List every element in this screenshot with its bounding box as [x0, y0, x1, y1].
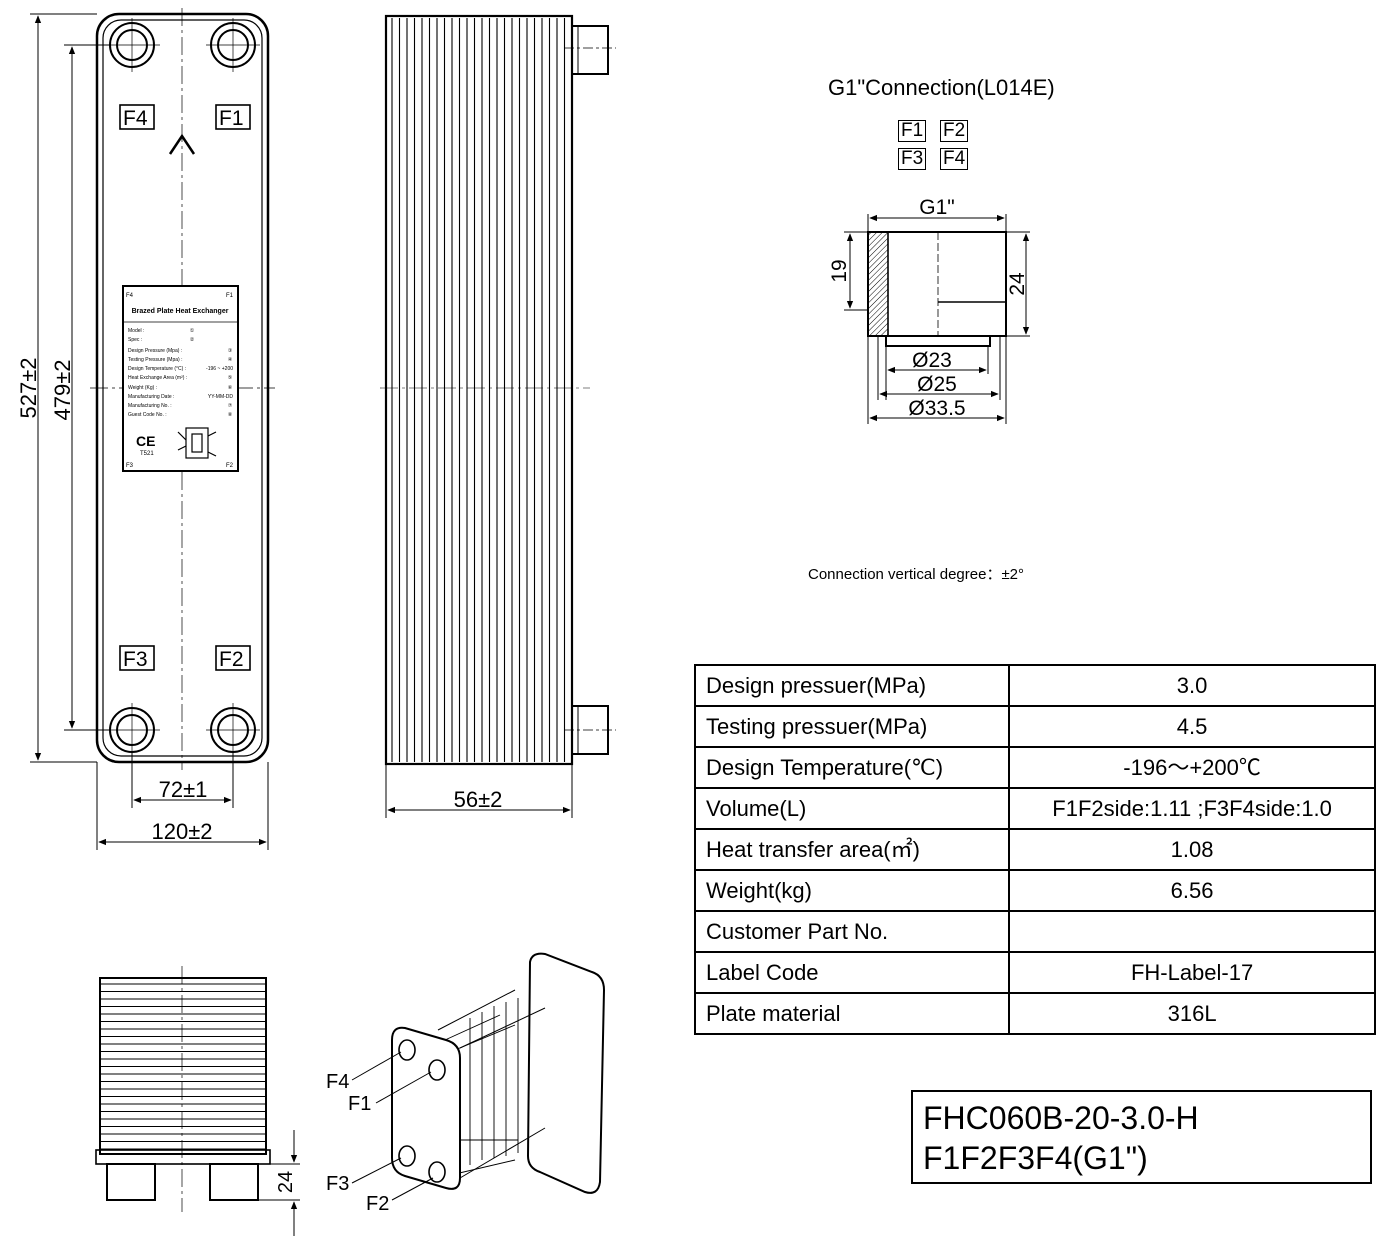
nameplate-row-value: ⑥	[228, 385, 233, 391]
model-box: FHC060B-20-3.0-H F1F2F3F4(G1")	[911, 1090, 1372, 1184]
iso-label-f1: F1	[348, 1093, 371, 1115]
port-label-f1: F1	[219, 107, 244, 130]
nameplate-row-label: Heat Exchange Area (m²) :	[128, 375, 187, 381]
nameplate-row-label: Design Pressure (Mpa) :	[128, 348, 182, 354]
iso-label-f3: F3	[326, 1173, 349, 1195]
dim-d25: Ø25	[917, 373, 957, 396]
table-row: Design pressuer(MPa)3.0	[693, 664, 1376, 707]
nameplate-row-label: Manufacturing No. :	[128, 403, 172, 409]
dim-connection-height: 24	[275, 1171, 297, 1193]
conn-port-f1: F1	[898, 120, 927, 142]
spec-label: Customer Part No.	[693, 910, 1011, 953]
table-row: Design Temperature(℃)-196～+200℃	[693, 746, 1376, 789]
conn-port-f4: F4	[940, 148, 969, 170]
spec-label: Design pressuer(MPa)	[693, 664, 1011, 707]
nameplate-row-value: ⑦	[228, 403, 233, 409]
spec-value: FH-Label-17	[1008, 951, 1376, 994]
dim-24: 24	[1006, 272, 1029, 296]
port-label-f4: F4	[123, 107, 148, 130]
port-label-f2: F2	[219, 648, 244, 671]
bottom-view	[95, 966, 300, 1236]
nameplate-row-label: Design Temperature (°C) :	[128, 366, 186, 372]
spec-value	[1008, 910, 1376, 953]
conn-port-f2: F2	[940, 120, 969, 142]
iso-label-f2: F2	[366, 1193, 389, 1215]
table-row: Heat transfer area(㎡)1.08	[693, 828, 1376, 871]
table-row: Testing pressuer(MPa)4.5	[693, 705, 1376, 748]
nameplate-row-label: Spec :	[128, 337, 142, 343]
side-view	[380, 14, 616, 818]
nameplate-title: Brazed Plate Heat Exchanger	[132, 308, 229, 315]
table-row: Volume(L)F1F2side:1.11 ;F3F4side:1.0	[693, 787, 1376, 830]
front-view-text: F4 F1 F3 F2 527±2 479±2 72±1 120±2 F4 F1…	[16, 107, 244, 844]
nameplate-row-value: -196 ~ +200	[206, 366, 233, 372]
model-connection: F1F2F3F4(G1")	[923, 1140, 1148, 1176]
nameplate-row-value: ①	[190, 328, 195, 334]
nameplate-row-label: Weight (Kg) :	[128, 385, 157, 391]
table-row: Weight(kg)6.56	[693, 869, 1376, 912]
spec-value: 3.0	[1008, 664, 1376, 707]
side-stack	[384, 14, 574, 766]
nameplate-corner-tr: F1	[226, 293, 234, 299]
ce-mark-icon: CE	[136, 433, 155, 449]
iso-labels: F4 F1 F3 F2	[326, 1071, 389, 1215]
connection-detail-text: G1" 19 24 Ø23 Ø25 Ø33.5	[828, 196, 1029, 420]
spec-label: Plate material	[693, 992, 1011, 1035]
spec-label: Design Temperature(℃)	[693, 746, 1011, 789]
connection-vertical-note: Connection vertical degree：±2°	[808, 566, 1025, 583]
dim-19: 19	[828, 259, 851, 282]
nameplate-corner-tl: F4	[126, 293, 134, 299]
spec-label: Weight(kg)	[693, 869, 1011, 912]
front-view	[30, 8, 275, 850]
nameplate-row-label: Guest Code No. :	[128, 412, 167, 418]
table-row: Customer Part No.	[693, 910, 1376, 953]
flow-arrow-icon	[168, 133, 196, 155]
nameplate-corner-br: F2	[226, 463, 234, 469]
dim-total-height: 527±2	[16, 357, 41, 418]
spec-label: Testing pressuer(MPa)	[693, 705, 1011, 748]
spec-value: 4.5	[1008, 705, 1376, 748]
dim-port-width: 72±1	[159, 777, 208, 802]
nameplate-row-value: ⑧	[228, 412, 233, 418]
spec-value: -196～+200℃	[1008, 746, 1376, 789]
nameplate-row-value: ②	[190, 337, 195, 343]
spec-value: 1.08	[1008, 828, 1376, 871]
connection-detail	[844, 214, 1030, 424]
spec-value: F1F2side:1.11 ;F3F4side:1.0	[1008, 787, 1376, 830]
nameplate-row-label: Model :	[128, 328, 144, 334]
dim-port-height: 479±2	[50, 359, 75, 420]
dim-d33-5: Ø33.5	[908, 397, 965, 420]
spec-label: Volume(L)	[693, 787, 1011, 830]
dim-depth: 56±2	[454, 787, 503, 812]
nameplate-row-label: Testing Pressure (Mpa) :	[128, 357, 182, 363]
nameplate	[122, 285, 239, 472]
spec-label: Label Code	[693, 951, 1011, 994]
nameplate-row-label: Manufacturing Date :	[128, 394, 174, 400]
nameplate-row-value: ③	[228, 348, 233, 354]
iso-back-plate	[526, 952, 606, 1194]
dim-d23: Ø23	[912, 349, 952, 372]
dim-thread: G1"	[919, 196, 954, 219]
dim-total-width: 120±2	[151, 819, 212, 844]
spec-label: Heat transfer area(㎡)	[693, 828, 1011, 871]
conn-port-f3: F3	[898, 148, 927, 170]
nameplate-row-value: ④	[228, 357, 233, 363]
nameplate-row-value: ⑤	[228, 375, 233, 381]
spec-value: 6.56	[1008, 869, 1376, 912]
connection-title: G1"Connection(L014E)	[828, 75, 1055, 100]
iso-view	[351, 952, 606, 1201]
spec-table: Design pressuer(MPa)3.0 Testing pressuer…	[693, 664, 1376, 1035]
port-label-f3: F3	[123, 648, 148, 671]
model-code: FHC060B-20-3.0-H	[923, 1100, 1199, 1136]
spec-value: 316L	[1008, 992, 1376, 1035]
iso-label-f4: F4	[326, 1071, 349, 1093]
ce-code: T521	[140, 451, 154, 457]
nameplate-row-value: YY-MM-DD	[208, 394, 233, 400]
nameplate-corner-bl: F3	[126, 463, 134, 469]
